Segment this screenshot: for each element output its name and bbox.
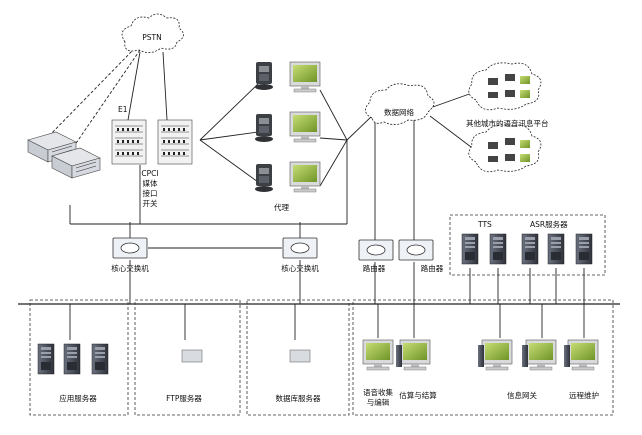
remote-cloud-2 (468, 124, 542, 173)
router-left (358, 239, 394, 261)
db-server-label: 数据库服务器 (275, 394, 321, 403)
interface-label: 接口 (142, 189, 158, 198)
ftp-server-label: FTP服务器 (166, 394, 202, 403)
ftp-server-group-box (134, 299, 241, 416)
voice-collect-label-1: 语音收集 (363, 388, 393, 397)
phone-icon (255, 164, 273, 192)
app-server (37, 343, 55, 375)
data-network-label: 数据网络 (384, 108, 414, 117)
billing-label: 估算与结算 (399, 391, 437, 400)
remote-maint-label: 远程维护 (569, 391, 599, 400)
remote-cloud-1 (468, 62, 542, 111)
agent-monitor-2 (289, 111, 321, 143)
cpci-label: CPCI (141, 169, 159, 178)
e1-label: E1 (118, 105, 128, 114)
tts-asr-group-box (449, 214, 606, 276)
pstn-cloud (121, 13, 184, 53)
core-switch-right-label: 核心交换机 (281, 264, 319, 273)
agent-monitor-1 (289, 61, 321, 93)
core-switch-left-label: 核心交换机 (111, 264, 149, 273)
data-network-cloud (365, 83, 435, 125)
asr-server (547, 233, 565, 265)
connection-lines (18, 47, 620, 340)
tts-server (489, 233, 507, 265)
tts-label: TTS (478, 220, 492, 229)
ftp-storage-unit (181, 349, 203, 363)
workstation-monitor (567, 339, 599, 371)
app-server-group-box (29, 299, 129, 416)
workstation-monitor (362, 339, 394, 371)
router-right (398, 239, 434, 261)
phone-icon (255, 114, 273, 142)
core-switch-right (282, 237, 318, 259)
core-switch-left (112, 237, 148, 259)
workstation-group-box (352, 299, 614, 416)
tts-server (461, 233, 479, 265)
voice-collect-label-2: 与编辑 (366, 398, 390, 407)
router-right-label: 路由器 (420, 264, 444, 273)
workstation-monitor (525, 339, 557, 371)
asr-label: ASR服务器 (530, 220, 568, 229)
app-server-label: 应用服务器 (59, 394, 97, 403)
cpci-rack-2 (157, 119, 193, 165)
app-server (63, 343, 81, 375)
workstation-monitor (399, 339, 431, 371)
phone-icon (255, 62, 273, 90)
agent-label: 代理 (274, 203, 289, 212)
agent-monitor-3 (289, 161, 321, 193)
router-left-label: 路由器 (362, 264, 386, 273)
gateway-label: 信息网关 (507, 391, 537, 400)
workstation-monitor (481, 339, 513, 371)
cpci-rack-1 (111, 119, 147, 165)
other-city-label: 其他城市的语音讯息平台 (466, 119, 549, 128)
asr-server (575, 233, 593, 265)
switch-word-label: 开关 (142, 199, 158, 208)
app-server (91, 343, 109, 375)
db-storage-unit (289, 349, 311, 363)
media-label: 媒体 (142, 179, 158, 188)
asr-server (521, 233, 539, 265)
pstn-label: PSTN (142, 33, 162, 42)
db-server-group-box (246, 299, 350, 416)
